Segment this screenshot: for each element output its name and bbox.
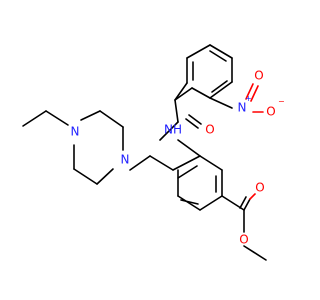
bond-amide-c-o-2	[185, 118, 199, 129]
methyl-ester-group	[239, 193, 267, 261]
bond-ch3-ch2	[22, 110, 47, 127]
bond-ester-co-1	[243, 198, 251, 211]
bond-ring-nitro-n	[209, 97, 233, 109]
bond-np-3	[209, 81, 233, 99]
bond-ester-co-2	[239, 196, 247, 209]
atom-n-piperazine-top: N	[71, 125, 80, 139]
bond-ring-6	[177, 195, 201, 211]
molecule-structure: N N NH O N + O − O O O	[22, 44, 285, 261]
bond-n-to-ring	[129, 155, 151, 171]
bond-ring-inner-3	[180, 199, 199, 205]
bond-pip-2	[99, 110, 124, 128]
bond-pip-4	[96, 168, 114, 185]
atom-o-ester-methoxy: O	[239, 233, 248, 247]
bond-ester-o-me	[243, 245, 267, 261]
atom-o-amide: O	[205, 123, 214, 137]
bond-np-inner-2	[209, 50, 227, 62]
bond-amide-c-o-1	[188, 114, 202, 125]
bond-np-2	[191, 87, 211, 99]
bond-ester-co-red	[249, 193, 256, 200]
central-benzene-ring	[129, 155, 245, 211]
nitro-group	[209, 83, 264, 113]
charge-plus-nitro: +	[245, 94, 252, 103]
bond-np-8	[174, 82, 188, 101]
atom-n-nitro: N	[238, 101, 247, 115]
atom-nh-amide: NH	[164, 123, 182, 137]
bond-np-5	[209, 44, 233, 59]
bond-ring-5	[199, 195, 223, 211]
bond-ring-3	[199, 155, 223, 171]
bond-nitro-n-o-top-1	[245, 83, 254, 100]
bond-nitro-n-o-top-2	[250, 85, 259, 102]
atom-o-ester-carbonyl: O	[255, 181, 264, 195]
atom-n-piperazine-bottom: N	[121, 153, 130, 167]
piperazine-ring	[73, 110, 124, 185]
bond-ring-2	[172, 155, 201, 171]
bond-pip-1	[80, 110, 101, 121]
nitrophenyl-ring	[174, 44, 233, 101]
bond-np-6	[186, 44, 211, 59]
ethyl-group	[22, 110, 69, 127]
bond-pip-5	[73, 168, 98, 185]
bond-amide-c-ring	[174, 99, 179, 123]
bond-np-1	[174, 87, 193, 101]
amide-linkage	[159, 99, 202, 157]
atom-o-nitro-top: O	[254, 69, 263, 83]
bond-ring-1	[149, 155, 174, 171]
bond-ring-nh	[177, 139, 201, 157]
bond-ring-inner-1	[177, 165, 198, 179]
bond-ch2-n	[45, 110, 69, 126]
charge-minus-nitro: −	[278, 97, 285, 106]
bond-np-inner-3	[211, 80, 228, 93]
atom-o-nitro-right: O	[266, 105, 275, 119]
bond-nh-c	[159, 121, 179, 141]
